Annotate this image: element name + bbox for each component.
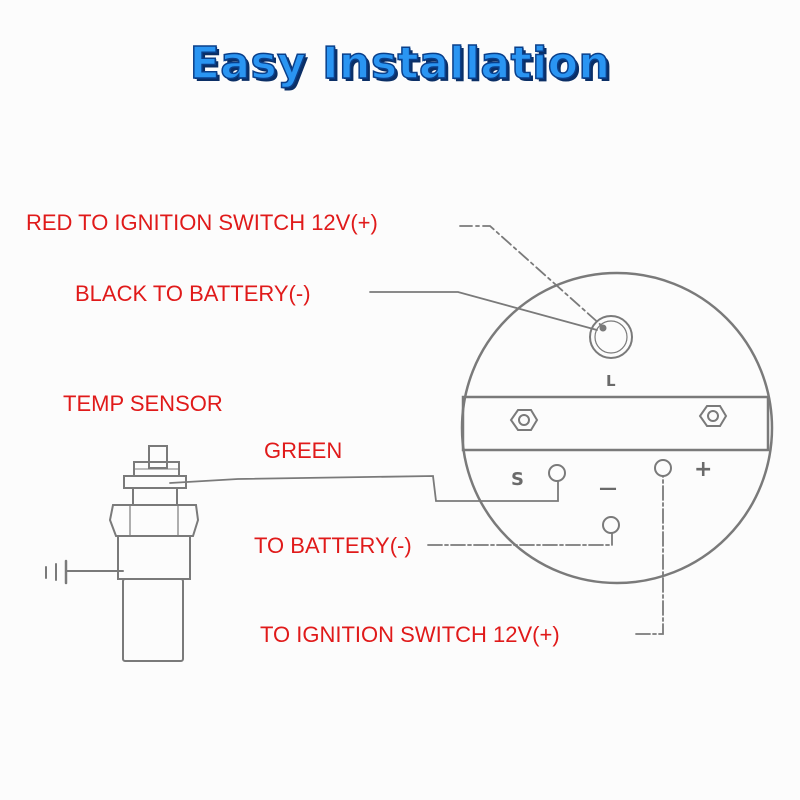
page-title: Easy Installation (189, 37, 611, 90)
green-wire-label: GREEN (264, 438, 343, 463)
plus-marking: + (694, 457, 712, 482)
ground-terminal (602, 516, 620, 534)
bracket-nut-left (509, 409, 539, 431)
sensor-probe (122, 578, 184, 662)
sensor-terminal-marking: S (511, 469, 524, 490)
sensor-hex-body (108, 504, 200, 537)
to-battery-label: TO BATTERY(-) (254, 533, 412, 558)
green-wire (169, 475, 559, 502)
to-ignition-label: TO IGNITION SWITCH 12V(+) (260, 622, 560, 647)
battery-wire (427, 532, 613, 546)
sensor-terminal (548, 464, 566, 482)
sensor-neck (132, 487, 178, 506)
black-wire-leader (369, 291, 598, 331)
black-wire-label: BLACK TO BATTERY(-) (75, 281, 311, 306)
red-wire-leader (459, 225, 603, 327)
sensor-terminal-stud (148, 445, 168, 469)
light-socket-inner (594, 320, 628, 354)
sensor-thread (117, 535, 191, 580)
red-wire-label: RED TO IGNITION SWITCH 12V(+) (26, 210, 378, 235)
bracket-nut-right (698, 405, 728, 427)
light-socket-outer (589, 315, 633, 359)
gauge-back: L S — + (460, 271, 774, 585)
mounting-bracket (461, 395, 770, 452)
power-terminal (654, 459, 672, 477)
ignition-wire (635, 475, 664, 635)
gauge-housing (460, 271, 774, 585)
minus-marking: — (599, 478, 617, 499)
temp-sensor-label: TEMP SENSOR (63, 391, 223, 416)
light-marking: L (606, 372, 616, 390)
wiring (169, 225, 664, 635)
temp-sensor (45, 445, 200, 662)
